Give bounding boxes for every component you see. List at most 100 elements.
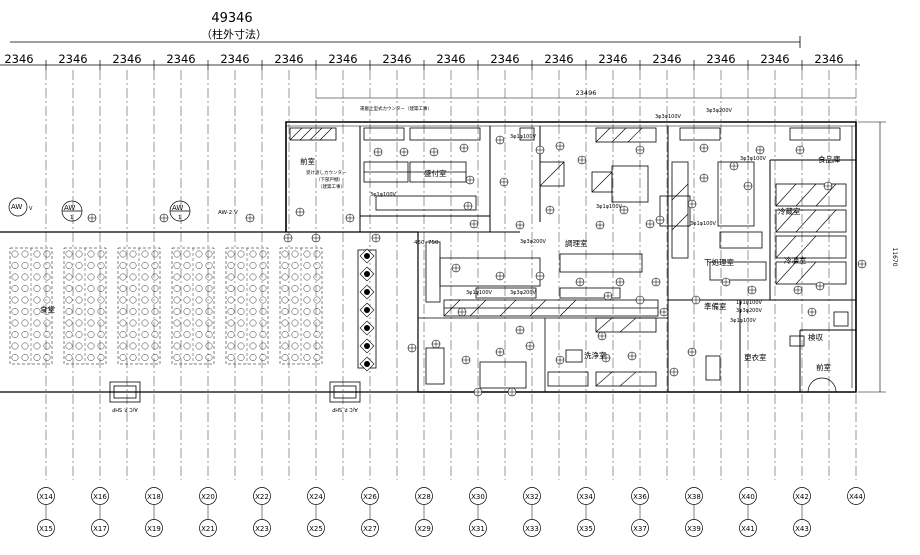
- fixture-symbol: [603, 291, 613, 301]
- axis-label: X39: [687, 525, 701, 533]
- room-freezer: 冷凍室: [784, 255, 807, 265]
- fixture-symbol: [857, 259, 867, 269]
- axis-bubble-top: X16: [91, 487, 109, 505]
- bay-dimension-value: 2346: [652, 52, 681, 66]
- height-dimension-value: 11670: [891, 247, 898, 266]
- axis-label: X17: [93, 525, 107, 533]
- room-cooking: 調理室: [565, 238, 588, 248]
- fixture-symbol: [815, 281, 825, 291]
- room-dining: 食堂: [40, 304, 55, 314]
- axis-label: X29: [417, 525, 431, 533]
- fixture-symbol: [461, 355, 471, 365]
- room-ready: 準備室: [704, 301, 727, 311]
- fixture-symbol: [87, 213, 97, 223]
- axis-label: X37: [633, 525, 647, 533]
- fixture-symbol: [743, 181, 753, 191]
- fixture-symbol: [645, 219, 655, 229]
- axis-bubble-bottom: X43: [793, 505, 811, 537]
- fixture-symbol: [807, 307, 817, 317]
- table-group: [9, 247, 53, 365]
- fixture-symbol: [577, 155, 587, 165]
- bay-dimension-value: 2346: [274, 52, 303, 66]
- axis-bubble-top: X24: [307, 487, 325, 505]
- axis-bubble-bottom: X23: [253, 505, 271, 537]
- axis-label: X19: [147, 525, 161, 533]
- overall-dimension-value: 49346: [211, 11, 252, 26]
- fixture-symbol: [659, 307, 669, 317]
- elec-note: 3φ1φ100V: [510, 134, 537, 140]
- room-labels: 食堂 前室 盛付室 調理室 洗浄室 下処理室 食品庫 冷蔵室 冷凍室 更衣室 前…: [40, 154, 841, 372]
- elec-note: 3φ3φ200V: [706, 108, 733, 114]
- axis-label: X33: [525, 525, 539, 533]
- counter-left-note-1: 受け渡しカウンター: [306, 169, 347, 176]
- annotation-notes: 運搬上型式カウンター（建築工事） 受け渡しカウンター （下部戸棚） （建築工事）…: [306, 105, 439, 246]
- axis-bubble-top: X22: [253, 487, 271, 505]
- fixture-symbol: [669, 367, 679, 377]
- fixture-symbol: [295, 207, 305, 217]
- bay-dimension-value: 2346: [220, 52, 249, 66]
- axis-bubble-top: X38: [685, 487, 703, 505]
- axis-label: X32: [525, 493, 539, 501]
- lamp-symbol: [359, 338, 375, 354]
- elec-note: 3φ1φ100V: [730, 318, 757, 324]
- room-prep: 下処理室: [704, 257, 734, 267]
- fixture-symbol: [159, 213, 169, 223]
- room-front-left: 前室: [300, 156, 315, 166]
- axis-bubble-bottom: X15: [37, 505, 55, 537]
- axis-bubble-top: X14: [37, 487, 55, 505]
- elec-note: 3φ1φ100V: [596, 204, 623, 210]
- fixture-symbol: [615, 277, 625, 287]
- axis-label: X28: [417, 493, 431, 501]
- axis-label: X15: [39, 525, 53, 533]
- lamp-symbol: [359, 248, 375, 264]
- axis-label: X14: [39, 493, 53, 501]
- ac-unit-label: A/C P. SHP: [332, 406, 358, 412]
- ac-unit-label: A/C P. SHP: [112, 406, 138, 412]
- fixture-symbol: [699, 173, 709, 183]
- fixture-symbol: [691, 295, 701, 305]
- aw-number: 1: [178, 215, 182, 221]
- counter-top-note: 運搬上型式カウンター（建築工事）: [360, 105, 432, 112]
- axis-bubble-top: X28: [415, 487, 433, 505]
- room-front-right: 前室: [816, 362, 831, 372]
- axis-bubble-top: X26: [361, 487, 379, 505]
- elec-note: 3φ3φ100V: [740, 156, 767, 162]
- axis-bubble-top: X34: [577, 487, 595, 505]
- table-group: [171, 247, 215, 365]
- fixture-symbol: [627, 351, 637, 361]
- fixture-symbol: [373, 147, 383, 157]
- electrical-notes: 3φ3φ100V 3φ3φ200V 3φ1φ100V 3φ3φ200V 3φ1φ…: [370, 108, 767, 324]
- table-group: [117, 247, 161, 365]
- fixture-symbol: [465, 175, 475, 185]
- fixture-symbol: [535, 271, 545, 281]
- elec-note: 3φ3φ200V: [510, 290, 537, 296]
- elec-note: 3φ1φ100V: [690, 221, 717, 227]
- axis-bubble-bottom: X33: [523, 505, 541, 537]
- axis-label: X26: [363, 493, 377, 501]
- bay-dimension-value: 2346: [436, 52, 465, 66]
- bay-dimension-value: 2346: [382, 52, 411, 66]
- axis-label: X34: [579, 493, 593, 501]
- height-dimension: 11670: [858, 121, 898, 393]
- axis-label: X16: [93, 493, 107, 501]
- fixture-symbol: [429, 147, 439, 157]
- axis-label: X22: [255, 493, 269, 501]
- fixture-symbol: [619, 205, 629, 215]
- axis-bubble-top: X40: [739, 487, 757, 505]
- counter-left-note-3: （建築工事）: [318, 183, 345, 190]
- bay-dimension-value: 2346: [544, 52, 573, 66]
- axis-label: X38: [687, 493, 701, 501]
- axis-label: X23: [255, 525, 269, 533]
- axis-label: X44: [849, 493, 863, 501]
- fixture-symbol: [311, 233, 321, 243]
- axis-bubble-bottom: X35: [577, 505, 595, 537]
- elec-note: 3φ3φ200V: [736, 308, 763, 314]
- axis-label: X40: [741, 493, 755, 501]
- lamp-symbol: [359, 302, 375, 318]
- fixture-symbol: [597, 331, 607, 341]
- overall-dimension: 49346 （柱外寸法）: [10, 11, 801, 48]
- table-group: [63, 247, 107, 365]
- overall-dimension-note: （柱外寸法）: [201, 27, 267, 41]
